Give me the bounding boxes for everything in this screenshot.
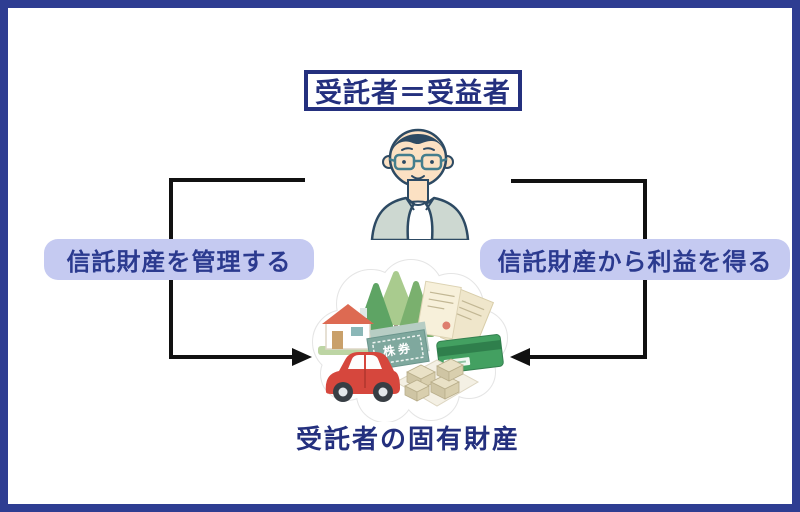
benefit-label-text: 信託財産から利益を得る: [497, 249, 773, 276]
assets-caption: 受託者の固有財産: [295, 424, 520, 454]
certificate-text: 株券: [382, 340, 414, 360]
documents-icon: [416, 280, 495, 352]
title-box: 受託者＝受益者: [304, 70, 522, 111]
benefit-label: 信託財産から利益を得る: [480, 239, 790, 280]
car-icon: [325, 352, 400, 402]
floor-plan-icon: [394, 358, 480, 407]
manage-label: 信託財産を管理する: [44, 239, 314, 280]
title-text: 受託者＝受益者: [315, 78, 511, 108]
house-icon: [318, 304, 380, 355]
trustee-person-icon: [370, 128, 470, 240]
assets-cloud-illustration: 株券: [312, 259, 508, 422]
stock-certificate-icon: 株券: [366, 321, 430, 371]
manage-label-text: 信託財産を管理する: [66, 249, 292, 276]
